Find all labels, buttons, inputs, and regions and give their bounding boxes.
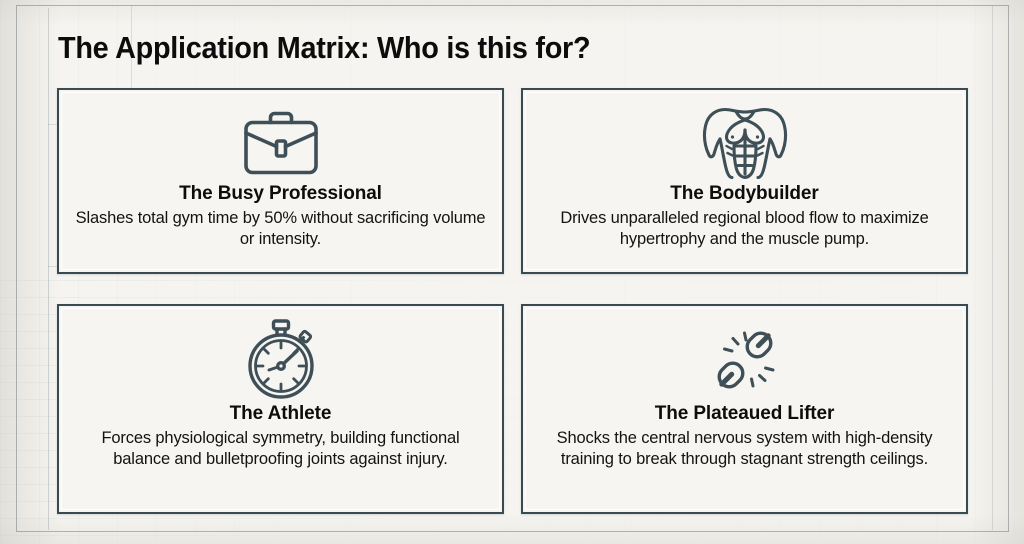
card-title: The Bodybuilder: [670, 183, 819, 204]
card-busy-professional[interactable]: The Busy Professional Slashes total gym …: [57, 88, 504, 274]
application-matrix-grid: The Busy Professional Slashes total gym …: [57, 88, 968, 514]
page-title: The Application Matrix: Who is this for?: [58, 30, 591, 65]
card-description: Drives unparalleled regional blood flow …: [560, 209, 929, 248]
card-plateaued-lifter[interactable]: The Plateaued Lifter Shocks the central …: [521, 304, 968, 514]
card-title: The Plateaued Lifter: [654, 403, 835, 424]
stopwatch-icon: [239, 318, 323, 402]
card-title: The Athlete: [229, 403, 332, 424]
muscular-torso-icon: [696, 104, 794, 182]
card-bodybuilder[interactable]: The Bodybuilder Drives unparalleled regi…: [521, 88, 968, 274]
briefcase-icon: [235, 104, 327, 182]
broken-chain-icon: [702, 318, 788, 402]
card-description: Forces physiological symmetry, building …: [101, 429, 460, 468]
card-athlete[interactable]: The Athlete Forces physiological symmetr…: [57, 304, 504, 514]
card-title: The Busy Professional: [179, 183, 382, 204]
card-description: Shocks the central nervous system with h…: [556, 429, 933, 468]
card-description: Slashes total gym time by 50% without sa…: [75, 209, 486, 248]
